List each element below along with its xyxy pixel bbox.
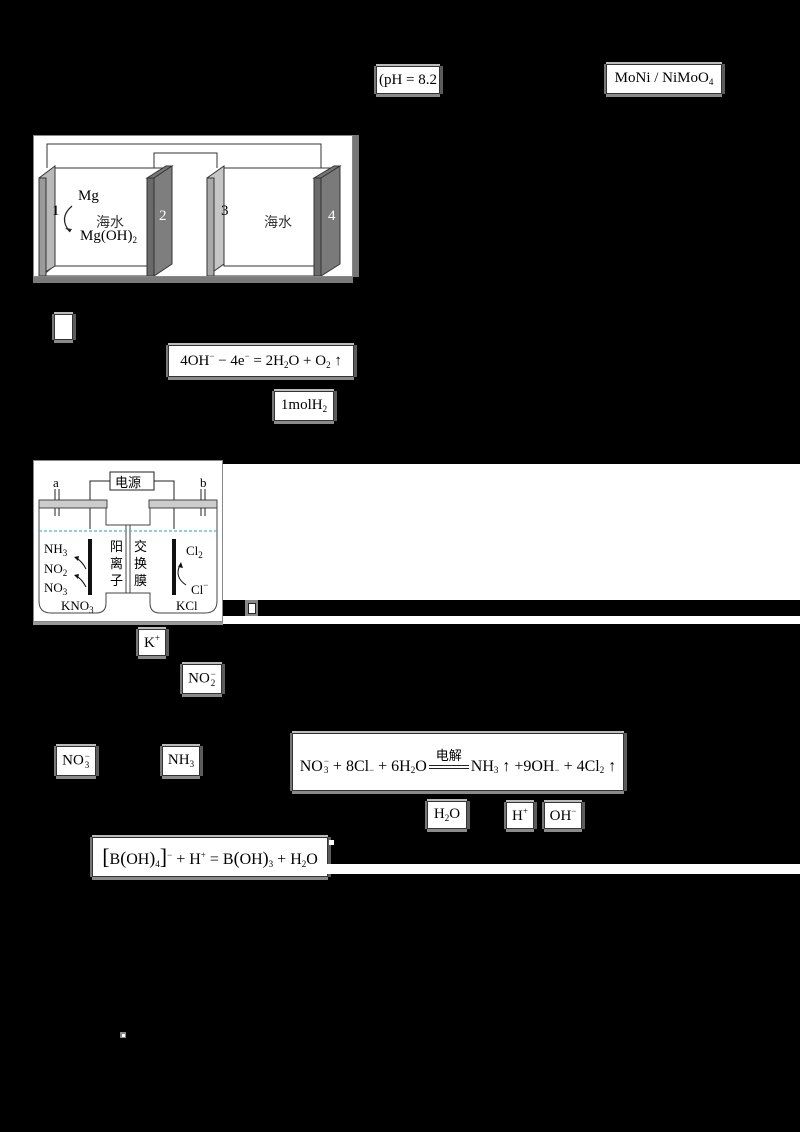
mg-label: Mg <box>78 188 99 204</box>
h2-amount-text: 1molH2 <box>280 397 328 414</box>
h2o-box: H2O <box>427 801 467 829</box>
content-strip-lower <box>326 864 800 874</box>
mg-oh2-label: Mg(OH)2 <box>80 228 137 245</box>
catalyst-box: MoNi / NiMoO4 <box>606 64 722 94</box>
electrode-4-label: 4 <box>328 208 336 224</box>
gas-arrow-icon: ↑ <box>334 353 342 369</box>
cl-ion-label: Cl− <box>191 580 209 597</box>
content-region <box>222 464 800 600</box>
nh3-species-label: NH3 <box>44 541 68 558</box>
no2-minus-box: NO−2 <box>182 664 222 694</box>
anode-equation-text: 4OH− − 4e− = 2H2O + O2 ↑ <box>180 351 342 370</box>
membrane-label-left: 阳离子 <box>110 540 124 589</box>
small-marker <box>329 840 334 845</box>
electrolysis-membrane-diagram: 电源 a b 阳离子 交换膜 NH3 NO2 NO3 KNO3 Cl2 Cl− … <box>33 460 223 622</box>
ph-value-text: (pH = 8.2 <box>378 71 438 88</box>
blank-answer-box[interactable] <box>54 314 73 340</box>
oh-minus-box: OH− <box>544 802 582 829</box>
kno3-electrolyte-label: KNO3 <box>61 598 94 615</box>
seawater-cell-svg <box>38 143 342 277</box>
electrode-1-label: 1 <box>52 203 60 219</box>
catalyst-text: MoNi / NiMoO4 <box>614 70 714 87</box>
content-strip <box>222 616 800 624</box>
terminal-a-label: a <box>53 475 59 490</box>
terminal-b-label: b <box>200 475 207 490</box>
seawater-left-label: 海水 <box>96 215 124 231</box>
k-plus-box: K+ <box>138 629 166 656</box>
nh3-box: NH3 <box>162 746 200 776</box>
seawater-right-label: 海水 <box>264 215 292 231</box>
boron-equation-box: [B(OH)4]− + H+ = B(OH)3 + H2O <box>92 837 328 877</box>
checkbox-icon[interactable] <box>245 600 258 616</box>
power-source-label: 电源 <box>115 476 142 491</box>
ph-value-box: (pH = 8.2 <box>376 66 440 94</box>
seawater-cell-diagram: 1 2 3 4 海水 海水 Mg Mg(OH)2 <box>33 135 353 277</box>
no3-minus-box: NO−3 <box>56 746 96 776</box>
membrane-label-right: 交换膜 <box>134 540 148 589</box>
no2-species-label: NO2 <box>44 561 68 578</box>
electrolysis-condition: 电解 <box>428 750 469 775</box>
kcl-electrolyte-label: KCl <box>176 598 198 613</box>
boron-equation-text: [B(OH)4]− + H+ = B(OH)3 + H2O <box>102 843 318 869</box>
gas-arrow-icon: ↑ <box>608 757 617 775</box>
anode-equation-box: 4OH− − 4e− = 2H2O + O2 ↑ <box>168 345 354 377</box>
electrode-2-label: 2 <box>159 208 167 224</box>
h2-amount-box: 1molH2 <box>274 391 334 421</box>
small-dot-icon <box>120 1032 126 1038</box>
electrode-3-label: 3 <box>221 203 229 219</box>
h-plus-box: H+ <box>506 802 534 829</box>
electrolysis-svg <box>38 471 218 614</box>
no3-species-label: NO3 <box>44 580 68 597</box>
cl2-species-label: Cl2 <box>186 543 203 560</box>
